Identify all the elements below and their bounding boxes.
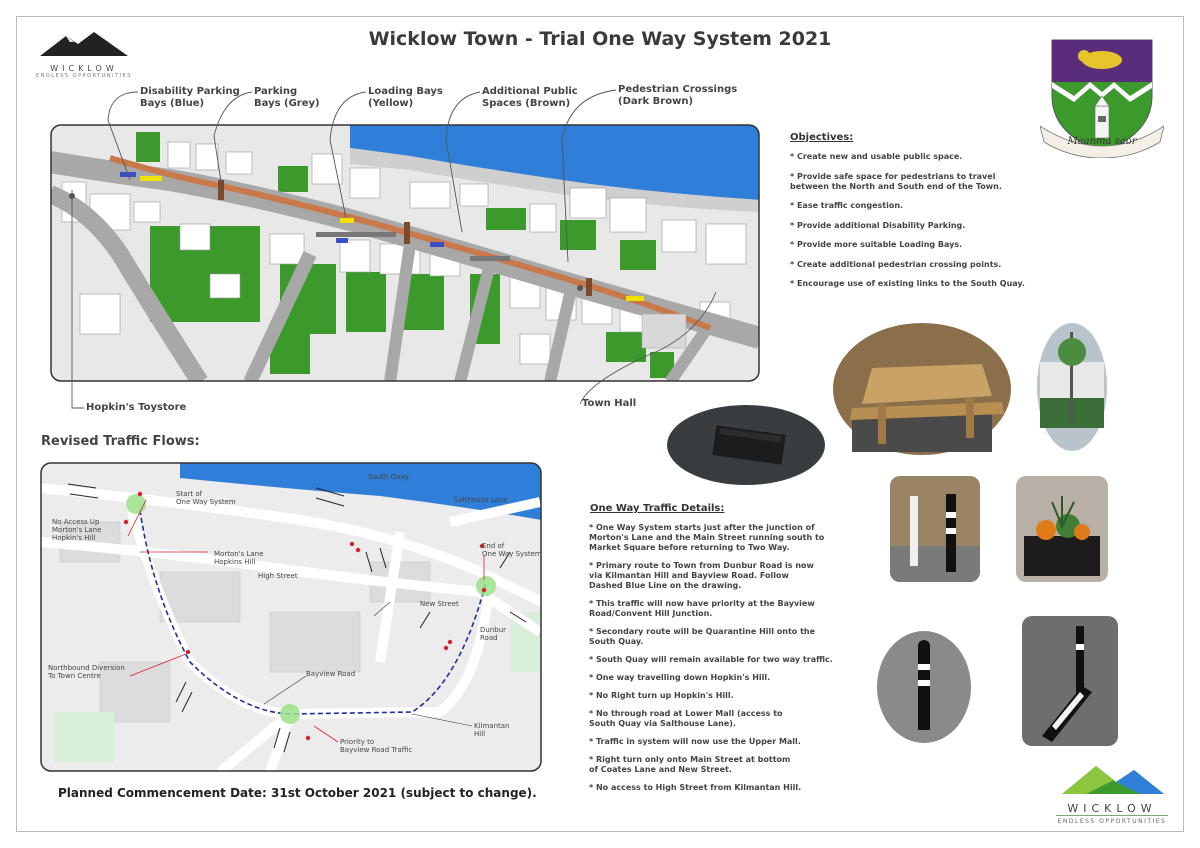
label-high-street: High Street [258, 572, 298, 580]
one-way-heading: One Way Traffic Details: [590, 503, 725, 514]
callout-town-hall: Town Hall [582, 398, 637, 409]
one-way-item: * Primary route to Town from Dunbur Road… [589, 561, 814, 590]
street-photo [1037, 323, 1107, 451]
one-way-item: * Traffic in system will now use the Upp… [589, 737, 801, 746]
label-no-access: No Access Up Morton's Lane Hopkin's Hill [52, 518, 102, 542]
crest-motto: Meanma saor [1067, 136, 1137, 147]
callout-parking-bays: Parking Bays (Grey) [254, 86, 320, 109]
callout-disability-parking: Disability Parking Bays (Blue) [140, 86, 240, 109]
town-centre-map [50, 124, 760, 382]
one-way-item: * One way travelling down Hopkin's Hill. [589, 673, 771, 682]
county-crest [1039, 34, 1165, 159]
picnic-bench-photo [833, 323, 1011, 455]
label-mortons-lane: Morton's Lane Hopkins Hill [214, 550, 264, 566]
flower-planter-photo [1016, 476, 1108, 582]
one-way-item: * Secondary route will be Quarantine Hil… [589, 627, 816, 646]
diversion-route [139, 509, 487, 715]
label-salthouse-lane: Salthouse Lane [454, 496, 508, 504]
label-south-quay: South Quay [368, 473, 409, 481]
label-northbound-diversion: Northbound Diversion To Town Centre [48, 664, 125, 680]
sea-area [350, 125, 759, 200]
sea-area-2 [180, 463, 541, 520]
objective-item: * Provide additional Disability Parking. [790, 220, 966, 230]
label-kilmantan-hill: Kilmantan Hill [474, 722, 510, 738]
label-bayview-road: Bayview Road [306, 670, 356, 678]
logo-bottom-tagline: ENDLESS OPPORTUNITIES [1056, 815, 1168, 825]
objectives-heading: Objectives: [790, 132, 854, 143]
label-end-one-way: End of One Way System [482, 542, 542, 558]
bollard-photo-2 [877, 631, 971, 743]
objective-item: * Encourage use of existing links to the… [790, 279, 1025, 288]
callout-pedestrian-crossings: Pedestrian Crossings (Dark Brown) [618, 84, 738, 107]
bollard-photo-1 [890, 476, 980, 582]
objective-item: * Provide safe space for pedestrians to … [790, 171, 1002, 191]
callout-toystore: Hopkin's Toystore [86, 402, 187, 413]
one-way-item: * No through road at Lower Mall (access … [589, 709, 783, 728]
one-way-item: * One Way System starts just after the j… [589, 523, 825, 552]
logo-tagline: ENDLESS OPPORTUNITIES [36, 73, 132, 79]
page-title: Wicklow Town - Trial One Way System 2021 [368, 28, 832, 50]
label-new-street: New Street [420, 600, 459, 608]
objective-item: * Ease traffic congestion. [790, 201, 904, 210]
traffic-flows-heading: Revised Traffic Flows: [41, 434, 200, 449]
one-way-item: * No Right turn up Hopkin's Hill. [589, 691, 734, 700]
label-priority-bayview: Priority to Bayview Road Traffic [340, 738, 413, 754]
mountain-logo-color-icon [1062, 766, 1164, 794]
one-way-list: * One Way System starts just after the j… [589, 523, 847, 801]
label-dunbur-road: Dunbur Road [480, 626, 507, 642]
planter-photo [667, 405, 825, 485]
one-way-item: * This traffic will now have priority at… [589, 599, 815, 618]
mountain-logo-icon [40, 32, 128, 56]
objectives-list: * Create new and usable public space. * … [790, 152, 1050, 299]
public-space-strip [109, 155, 712, 331]
label-start-one-way: Start of One Way System [176, 490, 236, 506]
objective-item: * Create additional pedestrian crossing … [790, 259, 1002, 269]
wicklow-logo-top: WICKLOW ENDLESS OPPORTUNITIES [36, 30, 132, 79]
callout-loading-bays: Loading Bays (Yellow) [368, 86, 443, 109]
one-way-item: * No access to High Street from Kilmanta… [589, 783, 802, 792]
page-frame [16, 16, 1184, 832]
logo-bottom-name: WICKLOW [1067, 802, 1157, 815]
one-way-item: * South Quay will remain available for t… [589, 655, 833, 664]
objective-item: * Provide more suitable Loading Bays. [790, 240, 963, 249]
one-way-item: * Right turn only onto Main Street at bo… [589, 755, 791, 774]
wicklow-logo-bottom: WICKLOW ENDLESS OPPORTUNITIES [1056, 760, 1168, 825]
objective-item: * Create new and usable public space. [790, 152, 963, 161]
logo-name: WICKLOW [50, 64, 118, 73]
traffic-flow-map [40, 462, 542, 772]
kerb-separator-photo [1022, 616, 1118, 746]
crest-shield-icon [1039, 39, 1165, 159]
commencement-date: Planned Commencement Date: 31st October … [58, 786, 537, 800]
callout-public-spaces: Additional Public Spaces (Brown) [482, 86, 578, 109]
